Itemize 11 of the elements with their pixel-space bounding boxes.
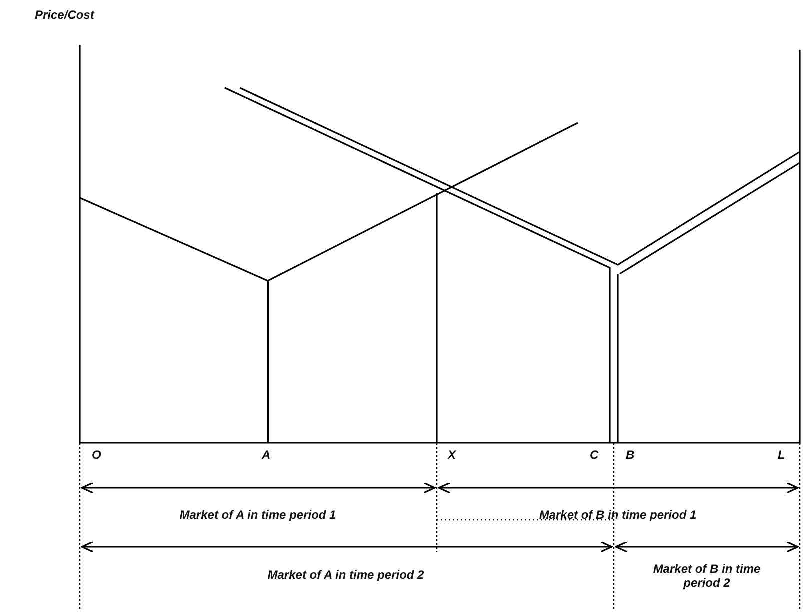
market-label: Market of A in time period 2 xyxy=(266,568,426,582)
market-label: Market of A in time period 1 xyxy=(178,508,338,522)
axis-label: Price/Cost xyxy=(35,8,94,22)
market-label: Market of B in time period 1 xyxy=(538,508,698,522)
axis-tick-label: L xyxy=(778,448,786,462)
market-label: Market of B in time period 2 xyxy=(652,562,762,590)
axis-tick-label: X xyxy=(448,448,456,462)
axis-tick-label: C xyxy=(590,448,599,462)
axis-tick-label: B xyxy=(626,448,635,462)
axis-tick-label: O xyxy=(92,448,102,462)
axis-tick-label: A xyxy=(262,448,271,462)
